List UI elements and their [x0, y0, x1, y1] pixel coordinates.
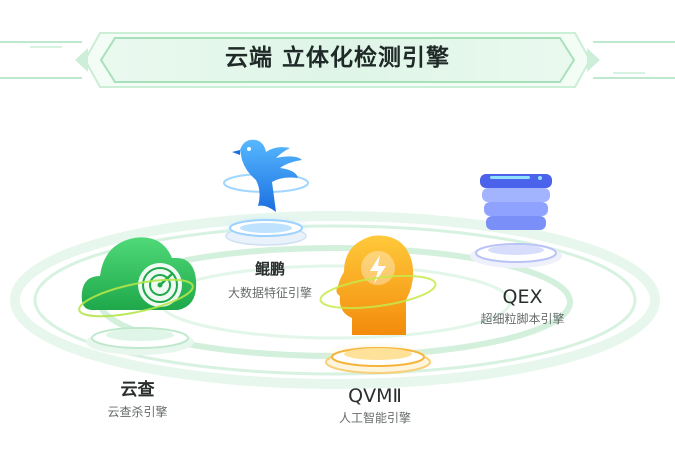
- phoenix-icon: [232, 139, 302, 212]
- qex-illustration: [470, 174, 562, 268]
- cloud-radar-icon: [81, 237, 197, 310]
- yuncha-illustration: [78, 237, 197, 355]
- engine-card-qvm: QVMⅡ 人工智能引擎: [305, 386, 445, 426]
- engine-name: QVMⅡ: [348, 385, 402, 407]
- engine-description: 云查杀引擎: [107, 405, 168, 419]
- engine-card-yuncha: 云查 云查杀引擎: [75, 380, 200, 420]
- engine-card-qex: QEX 超细粒脚本引擎: [445, 287, 600, 327]
- engine-name: 鲲鹏: [254, 260, 285, 278]
- page-title: 云端 立体化检测引擎: [224, 45, 450, 71]
- layer-stack-icon: [480, 174, 552, 230]
- qvm-illustration: [318, 235, 438, 374]
- engine-description: 大数据特征引擎: [227, 286, 312, 300]
- engine-description: 人工智能引擎: [338, 411, 411, 425]
- engine-name: QEX: [502, 286, 543, 308]
- title-banner: [0, 32, 675, 88]
- engine-card-kunpeng: 鲲鹏 大数据特征引擎: [195, 259, 345, 301]
- engine-description: 超细粒脚本引擎: [480, 312, 565, 326]
- engine-name: 云查: [120, 380, 155, 400]
- kunpeng-illustration: [218, 139, 314, 246]
